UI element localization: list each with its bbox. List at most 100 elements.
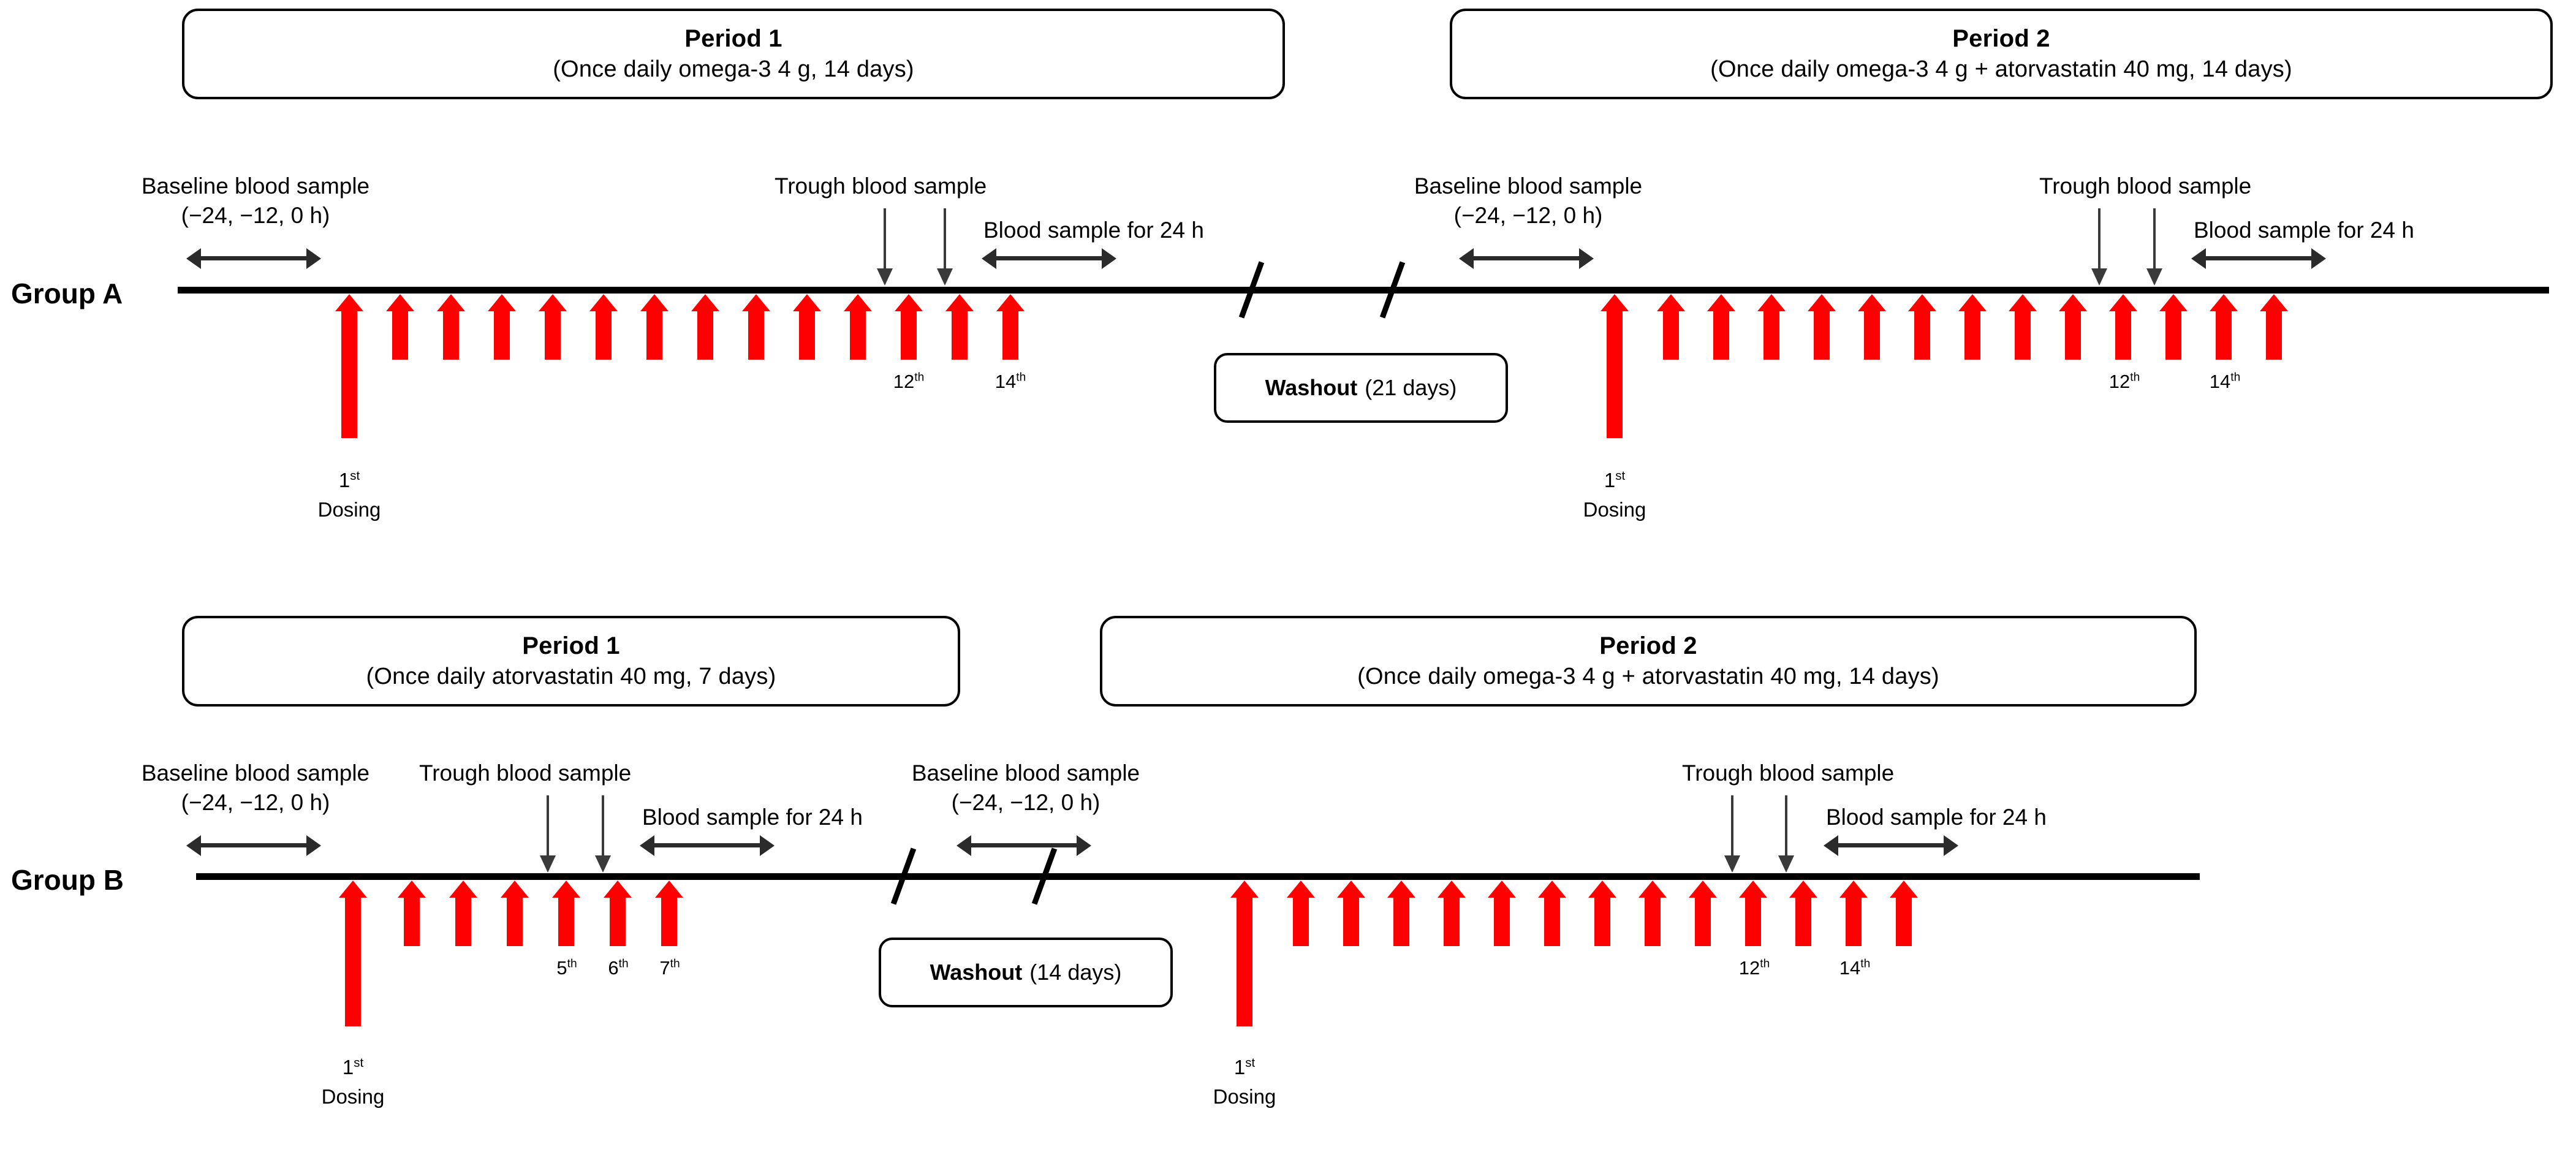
dose-arrow-b2-4 (1393, 896, 1409, 946)
dose-arrow-b1-5 (558, 896, 574, 946)
trough-down-arrow-b1-second (602, 795, 604, 857)
trough-down-arrow-b1-first (547, 795, 549, 857)
dose-arrow-a2-13 (2216, 309, 2232, 360)
dose-arrow-a2-5 (1814, 309, 1830, 360)
dose-arrow-a1-6 (596, 309, 612, 360)
baseline-annotation-b2: Baseline blood sample (−24, −12, 0 h) (873, 759, 1179, 817)
dose-arrow-a2-11 (2115, 309, 2131, 360)
dose-arrow-b1-4 (507, 896, 523, 946)
blood24-annotation-b1: Blood sample for 24 h (642, 805, 863, 830)
dose-arrow-a2-9 (2015, 309, 2031, 360)
washout-box-a: Washout (21 days) (1214, 353, 1508, 423)
dose-arrow-a1-11 (850, 309, 866, 360)
blood24-range-arrow-b1 (653, 843, 761, 847)
baseline-range-arrow-b2 (970, 843, 1078, 847)
dose-arrow-a2-10 (2065, 309, 2081, 360)
dose-arrow-a2-4 (1763, 309, 1779, 360)
dosing-caption-a1: 1st Dosing (276, 466, 423, 525)
dose-arrow-a2-6 (1864, 309, 1880, 360)
dose-arrow-a1-12 (901, 309, 917, 360)
dose-arrow-b2-6 (1494, 896, 1510, 946)
baseline-annotation-a1-line1: Baseline blood sample (141, 173, 370, 199)
washout-label-b: Washout (930, 960, 1023, 985)
baseline-range-arrow-a1 (200, 256, 308, 260)
baseline-annotation-a2-line2: (−24, −12, 0 h) (1453, 203, 1603, 229)
dosing-caption-a1-word: Dosing (317, 498, 381, 521)
trough-down-arrow-b2-first (1731, 795, 1733, 857)
period-box-a2: Period 2 (Once daily omega-3 4 g + atorv… (1450, 9, 2553, 99)
dose-arrow-a1-13 (952, 309, 968, 360)
dosing-caption-a2: 1st Dosing (1541, 466, 1688, 525)
dose-arrow-a2-7 (1914, 309, 1930, 360)
blood24-annotation-a1: Blood sample for 24 h (983, 218, 1204, 243)
ordinal-text-b1-7th: 7th (659, 957, 680, 979)
dosing-caption-a1-ordinal: 1st (338, 469, 360, 491)
dosing-caption-a2-word: Dosing (1583, 498, 1646, 521)
washout-box-b: Washout (14 days) (879, 938, 1173, 1007)
dose-arrow-b2-14 (1896, 896, 1912, 946)
dosing-caption-b1-ordinal: 1st (342, 1056, 364, 1078)
period-subtitle-b1: (Once daily atorvastatin 40 mg, 7 days) (366, 664, 776, 690)
ordinal-text-a2-12th: 12th (2108, 371, 2140, 392)
baseline-annotation-a1: Baseline blood sample (−24, −12, 0 h) (102, 172, 409, 230)
trough-annotation-b1: Trough blood sample (419, 760, 632, 786)
group-label-a: Group A (11, 278, 123, 309)
blood24-range-arrow-a1 (995, 256, 1103, 260)
trough-down-arrow-a2-first (2098, 208, 2101, 270)
ordinal-label-b1-5th: 5th (518, 957, 616, 979)
dose-arrow-a2-3 (1713, 309, 1729, 360)
dose-arrow-b2-3 (1343, 896, 1359, 946)
trough-annotation-b2: Trough blood sample (1682, 760, 1895, 786)
dose-arrow-a1-2 (392, 309, 408, 360)
dose-arrow-a2-8 (1964, 309, 1980, 360)
blood24-range-arrow-b2 (1837, 843, 1945, 847)
washout-duration-b: (14 days) (1029, 960, 1122, 985)
dose-arrow-b1-1 (345, 896, 361, 1026)
baseline-annotation-b1: Baseline blood sample (−24, −12, 0 h) (102, 759, 409, 817)
dose-arrow-b1-6 (610, 896, 626, 946)
dose-arrow-b2-12 (1795, 896, 1811, 946)
group-label-b: Group B (11, 864, 124, 896)
dose-arrow-b2-13 (1846, 896, 1862, 946)
dose-arrow-a1-1 (341, 309, 357, 438)
trough-down-arrow-b2-second (1785, 795, 1787, 857)
dose-arrow-b1-2 (404, 896, 420, 946)
baseline-range-arrow-b1 (200, 843, 308, 847)
dose-arrow-a1-9 (748, 309, 764, 360)
ordinal-label-b1-7th: 7th (621, 957, 719, 979)
dose-arrow-a1-14 (1002, 309, 1018, 360)
period-title-b2: Period 2 (1599, 632, 1697, 660)
dose-arrow-a1-3 (443, 309, 459, 360)
dosing-caption-b2-word: Dosing (1213, 1085, 1276, 1108)
ordinal-text-b2-14th: 14th (1839, 957, 1871, 979)
blood24-range-arrow-a2 (2205, 256, 2313, 260)
period-title-b1: Period 1 (522, 632, 620, 660)
dose-arrow-a1-7 (646, 309, 662, 360)
dose-arrow-b1-7 (661, 896, 677, 946)
ordinal-text-b2-12th: 12th (1738, 957, 1770, 979)
washout-duration-a: (21 days) (1365, 375, 1457, 400)
dose-arrow-b2-8 (1594, 896, 1610, 946)
washout-label-a: Washout (1265, 375, 1358, 400)
trough-down-arrow-a1-first (884, 208, 886, 270)
ordinal-label-a1-14th: 14th (961, 371, 1059, 393)
period-box-a1: Period 1 (Once daily omega-3 4 g, 14 day… (182, 9, 1285, 99)
dose-arrow-a2-12 (2165, 309, 2181, 360)
period-subtitle-a1: (Once daily omega-3 4 g, 14 days) (553, 56, 914, 83)
period-title-a1: Period 1 (684, 25, 782, 53)
ordinal-text-a2-14th: 14th (2209, 371, 2241, 392)
ordinal-label-a1-12th: 12th (860, 371, 958, 393)
blood24-annotation-b2: Blood sample for 24 h (1826, 805, 2047, 830)
trough-down-arrow-a1-second (944, 208, 946, 270)
ordinal-label-a2-12th: 12th (2075, 371, 2173, 393)
ordinal-label-b2-14th: 14th (1806, 957, 1904, 979)
dose-arrow-a2-2 (1663, 309, 1679, 360)
ordinal-label-a2-14th: 14th (2176, 371, 2274, 393)
ordinal-text-b1-6th: 6th (608, 957, 629, 979)
baseline-annotation-a2-line1: Baseline blood sample (1414, 173, 1643, 199)
baseline-annotation-b2-line2: (−24, −12, 0 h) (951, 790, 1100, 816)
dosing-caption-b2: 1st Dosing (1171, 1053, 1318, 1112)
blood24-annotation-a2: Blood sample for 24 h (2194, 218, 2414, 243)
dose-arrow-b2-10 (1695, 896, 1711, 946)
